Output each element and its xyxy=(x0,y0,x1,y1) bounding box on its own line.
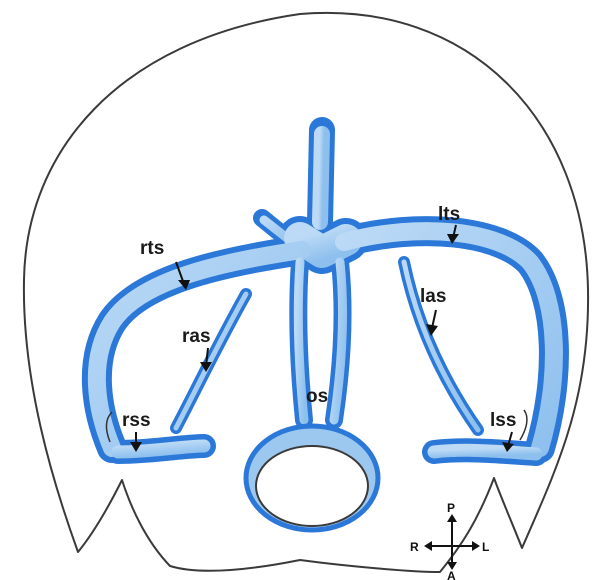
compass-label-p: P xyxy=(447,501,455,515)
foramen-magnum xyxy=(256,446,368,526)
compass-label-a: A xyxy=(447,569,456,580)
label-lss: lss xyxy=(490,410,516,431)
label-rts: rts xyxy=(140,238,164,259)
label-las: las xyxy=(420,286,446,307)
compass-label-r: R xyxy=(410,540,419,554)
label-rss: rss xyxy=(122,410,151,431)
compass-label-l: L xyxy=(482,540,489,554)
label-os: os xyxy=(306,386,328,407)
label-lts: lts xyxy=(438,204,460,225)
compass-arrow-right xyxy=(472,541,480,551)
label-ras: ras xyxy=(182,326,211,347)
